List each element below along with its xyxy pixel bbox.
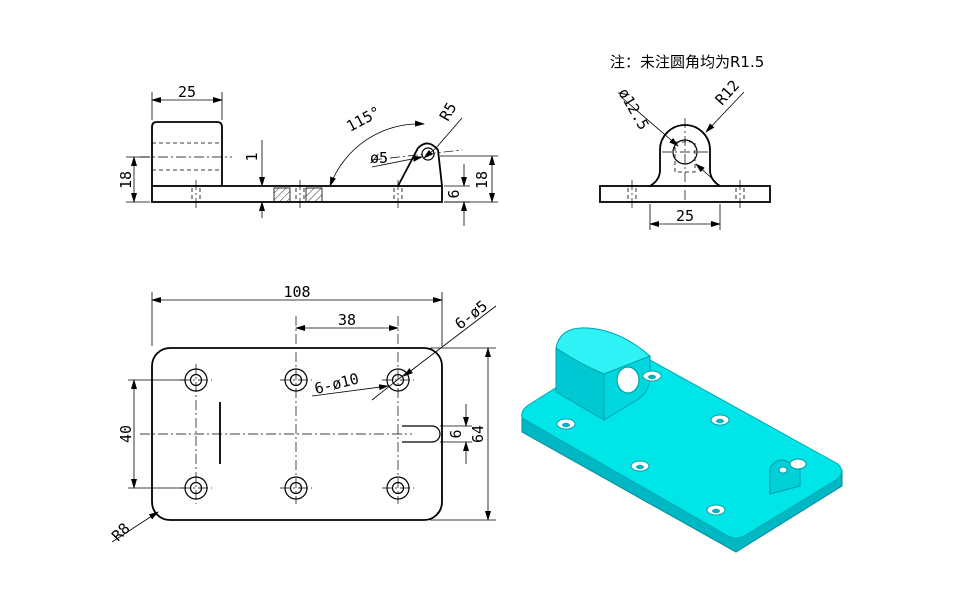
dim-top-height: 64	[469, 425, 487, 443]
front-angled-lug	[397, 142, 443, 187]
dim-front-angle: 115°	[343, 103, 383, 136]
dim-front-gap: 1	[243, 152, 261, 161]
dim-front-plate: 6	[445, 189, 463, 198]
side-view: ø12.5 R12 25	[599, 76, 771, 230]
front-lug-block	[151, 121, 223, 186]
dim-top-slot: 6	[447, 429, 465, 438]
dim-side-radius: R12	[712, 76, 744, 108]
front-base-plate	[151, 185, 443, 203]
dim-top-counterbore: 6-ø10	[313, 369, 361, 397]
top-plate-outline	[151, 347, 443, 521]
dim-front-width: 25	[178, 83, 196, 101]
front-view: 25 18 1 115° R5 ø5 6 18	[117, 83, 498, 226]
dim-front-height-left: 18	[117, 171, 135, 189]
dim-top-pitch: 38	[338, 311, 356, 329]
drawing-note: 注：未注圆角均为R1.5	[610, 53, 764, 71]
top-view: 108 38 6-ø5 6-ø10 40 6 64 R8	[108, 283, 497, 545]
dim-top-holes: 6-ø5	[451, 297, 491, 333]
dim-top-length: 108	[283, 283, 310, 301]
dim-front-hole: ø5	[370, 149, 388, 167]
dim-top-corner: R8	[108, 519, 134, 545]
top-slot	[402, 425, 441, 443]
isometric-3d-model	[521, 327, 843, 553]
dim-top-spacing: 40	[117, 425, 135, 443]
dim-side-width: 25	[676, 207, 694, 225]
dim-side-hole: ø12.5	[615, 85, 653, 133]
dim-front-radius: R5	[436, 99, 461, 124]
dim-front-height-right: 18	[473, 171, 491, 189]
